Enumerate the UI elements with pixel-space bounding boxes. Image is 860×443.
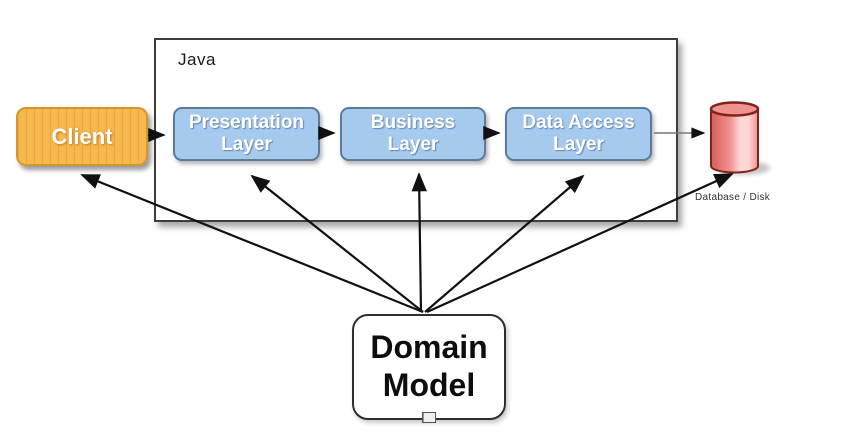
business-layer-node: Business Layer [340,107,486,161]
data-access-layer-node: Data Access Layer [505,107,652,161]
data-access-layer-label: Data Access Layer [522,112,635,155]
database-cylinder-icon [709,101,760,174]
java-container-label: Java [178,50,216,69]
domain-model-node: Domain Model [352,314,506,423]
client-node-label: Client [51,123,113,149]
presentation-layer-node: Presentation Layer [173,107,320,161]
anchor-handle-icon [422,412,436,423]
domain-model-label: Domain Model [370,329,488,403]
database-shadow [718,161,770,175]
database-label: Database / Disk [695,192,771,203]
client-node: Client [16,107,148,166]
presentation-layer-label: Presentation Layer [188,112,305,155]
business-layer-label: Business Layer [370,112,456,155]
